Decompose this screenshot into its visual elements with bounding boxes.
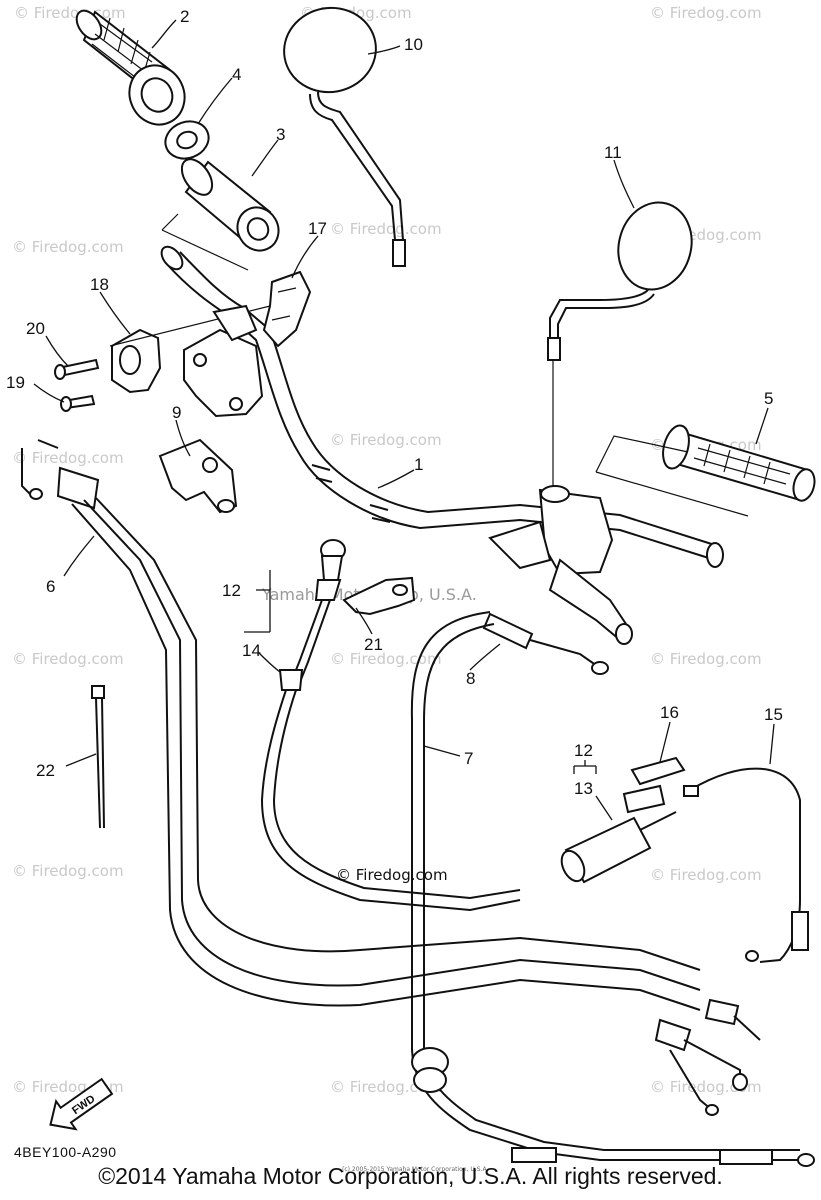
callout-15: 15 <box>764 705 783 724</box>
part-9-lever-bracket <box>158 438 238 514</box>
callout-20: 20 <box>26 319 45 338</box>
callout-1: 1 <box>414 455 423 474</box>
callout-21: 21 <box>364 635 383 654</box>
watermark: © Firedog.com <box>650 650 762 668</box>
part-19-20-screws <box>54 358 100 412</box>
part-11-mirror-right <box>547 201 693 488</box>
watermark: © Firedog.com <box>650 4 762 22</box>
callout-19: 19 <box>6 373 25 392</box>
callout-12a: 12 <box>222 581 241 600</box>
callout-14: 14 <box>242 641 261 660</box>
callout-3: 3 <box>276 125 285 144</box>
part-7-long-cable <box>410 611 815 1167</box>
leader-lines <box>33 19 775 821</box>
watermark: © Firedog.com <box>330 220 442 238</box>
part-16-clip <box>622 756 686 814</box>
part-1-handlebar <box>160 245 724 568</box>
watermark-dark: © Firedog.com <box>336 866 448 884</box>
part-10-mirror-left <box>283 6 406 267</box>
callout-layer: 2 4 3 10 11 17 18 20 19 9 1 5 6 12 14 21… <box>6 7 783 798</box>
callout-10: 10 <box>404 35 423 54</box>
callout-7: 7 <box>464 749 473 768</box>
watermark: © Firedog.com <box>650 866 762 884</box>
diagram-code: 4BEY100-A290 <box>14 1144 117 1160</box>
watermark-layer: © Firedog.com © Firedog.com © Firedog.co… <box>12 4 762 1096</box>
callout-18: 18 <box>90 275 109 294</box>
part-6-cable-bundle <box>21 439 761 1116</box>
callout-6: 6 <box>46 577 55 596</box>
callout-8: 8 <box>466 669 475 688</box>
tiny-copyright: (c) 2005-2015 Yamaha Motor Corporation, … <box>342 1166 488 1173</box>
right-throttle-housing <box>488 485 633 645</box>
callout-11: 11 <box>604 143 622 162</box>
part-8-throttle-cable <box>482 612 609 675</box>
watermark: © Firedog.com <box>330 650 442 668</box>
callout-4: 4 <box>232 65 241 84</box>
part-12-choke-plunger <box>260 539 521 912</box>
part-5-right-grip <box>595 424 816 517</box>
watermark: © Firedog.com <box>12 862 124 880</box>
part-21-bracket <box>342 576 416 616</box>
part-2-left-grip <box>75 9 186 126</box>
callout-2: 2 <box>180 7 189 26</box>
callout-16: 16 <box>660 703 679 722</box>
watermark: © Firedog.com <box>330 431 442 449</box>
callout-13: 13 <box>574 779 593 798</box>
footer-copyright: ©2014 Yamaha Motor Corporation, U.S.A. A… <box>98 1163 723 1189</box>
watermark: © Firedog.com <box>12 238 124 256</box>
watermark: © Firedog.com <box>12 449 124 467</box>
watermark: © Firedog.com <box>14 4 126 22</box>
part-17-switch-upper <box>262 270 312 348</box>
lever-holder-left <box>183 304 264 418</box>
watermark: © Firedog.com <box>12 650 124 668</box>
part-22-cable-tie <box>91 685 105 829</box>
part-4-washer <box>164 120 210 160</box>
part-15-cable <box>683 767 809 963</box>
callout-5: 5 <box>764 389 773 408</box>
callout-9: 9 <box>172 403 181 422</box>
callout-17: 17 <box>308 219 327 238</box>
callout-12b: 12 <box>574 741 593 760</box>
part-3-collar <box>161 158 280 271</box>
callout-22: 22 <box>36 761 55 780</box>
part-13-choke-body <box>560 811 677 884</box>
